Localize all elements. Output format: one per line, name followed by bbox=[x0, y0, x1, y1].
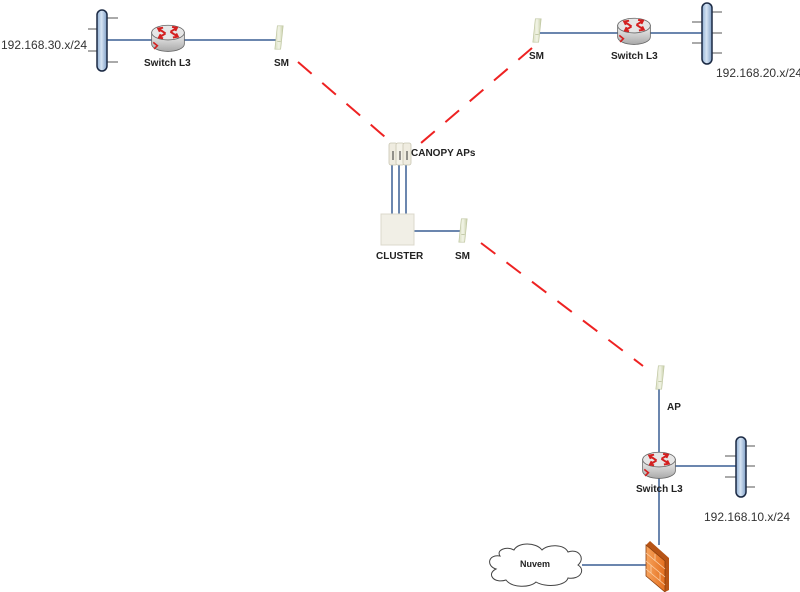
switch-label-bottom: Switch L3 bbox=[636, 484, 683, 495]
wireless-link-sm-center-ap bbox=[480, 242, 644, 367]
router-icon[interactable] bbox=[150, 24, 186, 53]
switch-label-top-right: Switch L3 bbox=[611, 51, 658, 62]
sm-label-center: SM bbox=[455, 251, 470, 262]
radio-icon[interactable] bbox=[655, 365, 665, 390]
wireless-link-sm-left-canopy bbox=[297, 61, 393, 144]
cluster-label: CLUSTER bbox=[376, 251, 424, 262]
cloud-icon[interactable] bbox=[489, 543, 583, 587]
ap-label: AP bbox=[667, 402, 681, 413]
router-icon[interactable] bbox=[616, 17, 652, 46]
firewall-icon[interactable] bbox=[645, 541, 669, 592]
access-point-array-icon[interactable] bbox=[388, 142, 412, 166]
network-label-net20: 192.168.20.x/24 bbox=[716, 66, 800, 80]
router-icon[interactable] bbox=[641, 451, 677, 480]
network-bus-net10 bbox=[725, 436, 755, 498]
canopy-aps-label: CANOPY APs bbox=[411, 148, 476, 159]
wireless-links bbox=[297, 47, 644, 367]
cluster-box-icon[interactable] bbox=[380, 213, 415, 246]
sm-label-top-right: SM bbox=[529, 51, 544, 62]
network-bus-net30 bbox=[88, 9, 118, 72]
radio-icon[interactable] bbox=[274, 25, 284, 50]
network-bus-net20 bbox=[692, 2, 722, 65]
network-label-net10: 192.168.10.x/24 bbox=[704, 510, 791, 524]
network-label-net30: 192.168.30.x/24 bbox=[1, 38, 88, 52]
radio-icon[interactable] bbox=[458, 218, 468, 243]
cloud-label: Nuvem bbox=[520, 559, 551, 569]
sm-label-top-left: SM bbox=[274, 58, 289, 69]
radio-icon[interactable] bbox=[532, 18, 542, 43]
switch-label-top-left: Switch L3 bbox=[144, 58, 191, 69]
wireless-link-sm-right-canopy bbox=[420, 47, 533, 144]
